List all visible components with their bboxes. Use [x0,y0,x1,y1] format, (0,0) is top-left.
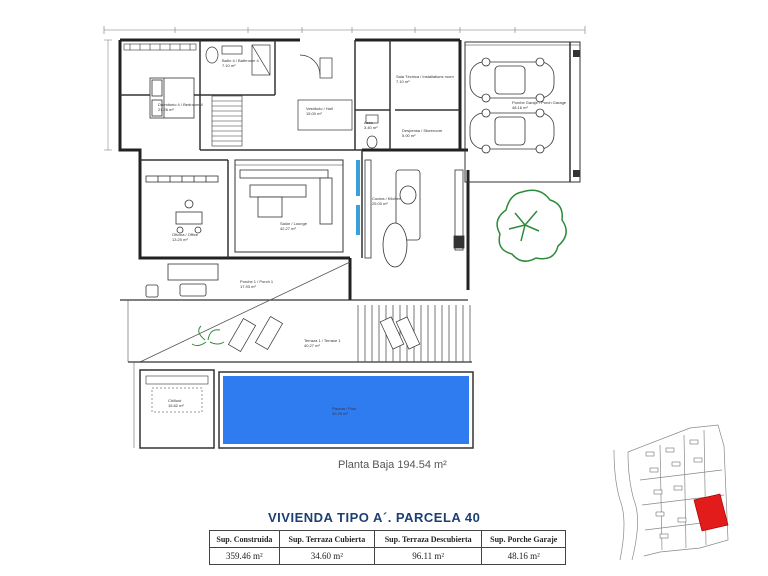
kitchen-area [364,159,465,268]
car-2 [469,108,555,154]
top-dimension-line [103,26,586,34]
lounge-area [234,159,360,253]
bath-fixtures [205,44,271,76]
wardrobe [123,43,197,51]
chillout-area [133,362,215,449]
value-open-terrace: 96.11 m² [373,547,483,565]
header-built-area: Sup. Construida [209,530,280,548]
terrace-area [127,261,472,363]
stairs [211,95,243,147]
value-garage-porch: 48.16 m² [481,547,566,565]
pool [218,371,474,449]
potted-plant [191,325,225,347]
deck-loungers [379,316,421,350]
garage [464,41,581,183]
left-dimension-line [104,39,112,151]
car-1 [469,57,555,103]
floor-caption: Planta Baja 194.54 m² [338,459,447,471]
summary-header-row: Sup. Construida Sup. Terraza Cubierta Su… [209,530,566,548]
deck [357,305,471,362]
header-open-terrace: Sup. Terraza Descubierta [373,530,483,548]
header-garage-porch: Sup. Porche Garaje [481,530,566,548]
tree [496,189,567,262]
site-map [613,424,729,561]
office-furniture [145,175,219,234]
exterior-walls [118,38,470,300]
highlighted-parcel [693,493,729,532]
value-covered-terrace: 34.60 m² [278,547,375,565]
value-built-area: 359.46 m² [209,547,280,565]
page-title: VIVIENDA TIPO A´. PARCELA 40 [268,510,481,525]
summary-table: Sup. Construida Sup. Terraza Cubierta Su… [209,530,566,565]
aseo-fixtures [365,114,379,149]
hall-fixtures [297,54,353,131]
header-covered-terrace: Sup. Terraza Cubierta [278,530,375,548]
summary-value-row: 359.46 m² 34.60 m² 96.11 m² 48.16 m² [209,547,566,565]
porch-area [120,263,468,301]
bedroom-bed [149,77,195,119]
